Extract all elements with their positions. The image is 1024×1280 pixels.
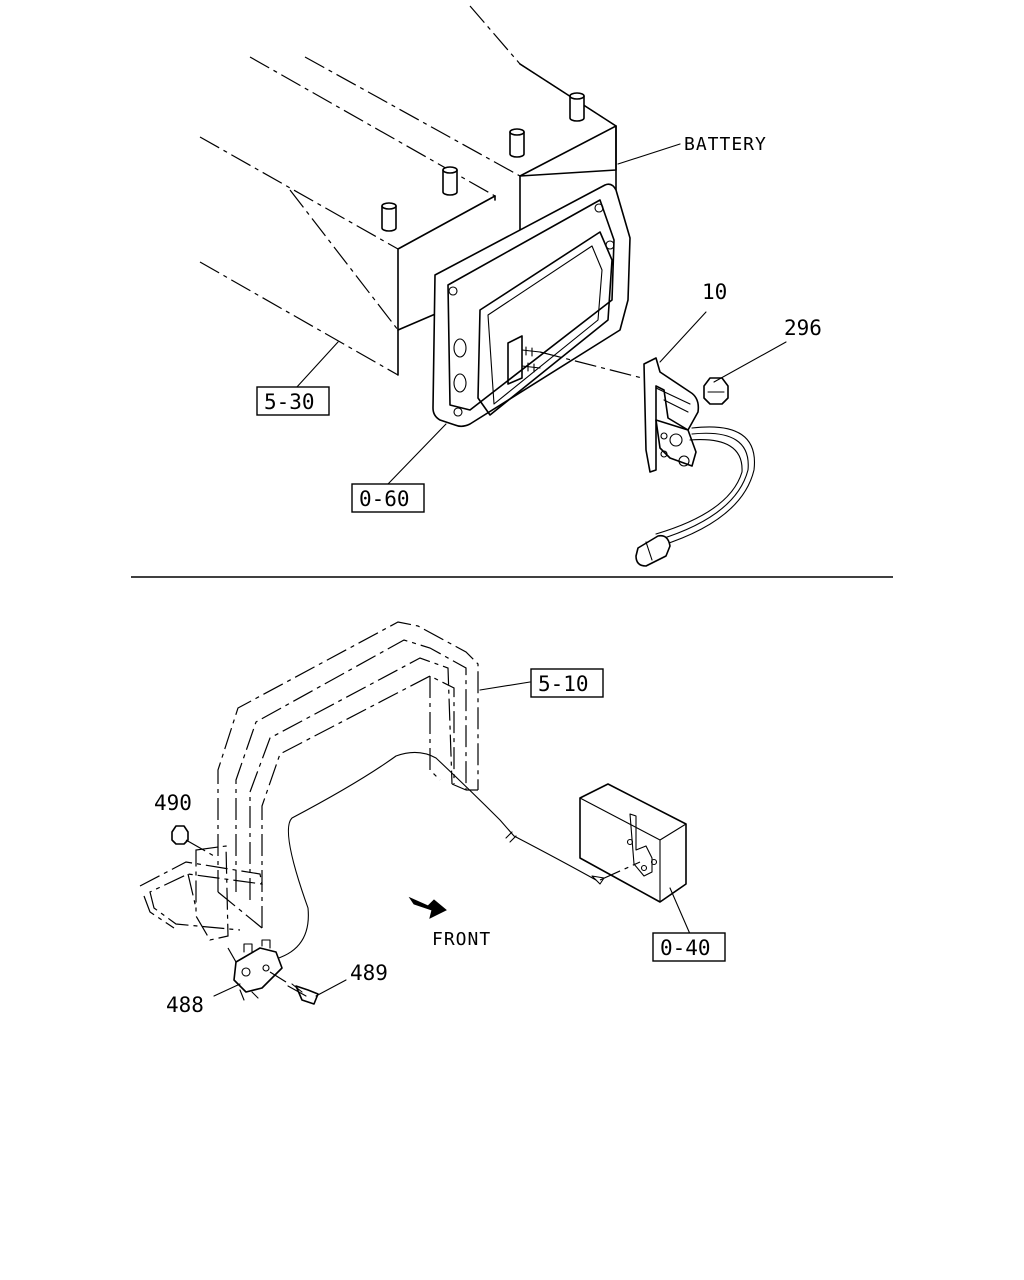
leader-296 [713, 341, 787, 383]
label-part-488: 488 [166, 993, 204, 1017]
controller-box [579, 783, 687, 903]
leader-10 [659, 311, 707, 363]
ref-box-0-60 [351, 483, 425, 513]
label-ref-0-60: 0-60 [359, 487, 410, 511]
switch-488 [227, 939, 283, 1001]
leader-0-60 [387, 423, 447, 485]
ref-box-5-30 [256, 386, 330, 416]
label-front: FRONT [432, 929, 491, 950]
label-battery: BATTERY [684, 134, 767, 155]
label-part-490: 490 [154, 791, 192, 815]
leader-0-40 [669, 887, 691, 935]
ref-box-0-40 [652, 932, 726, 962]
leader-489 [315, 979, 347, 997]
nut-296 [703, 377, 729, 405]
front-battery [199, 56, 496, 376]
battery-cover [432, 183, 631, 428]
label-part-489: 489 [350, 961, 388, 985]
label-ref-0-40: 0-40 [660, 936, 711, 960]
label-ref-5-30: 5-30 [264, 390, 315, 414]
label-part-296: 296 [784, 316, 822, 340]
switch-bracket [635, 357, 756, 567]
stud-centerline [539, 351, 651, 381]
front-arrow-icon [408, 896, 447, 919]
leader-488 [213, 983, 241, 997]
leader-5-10 [479, 681, 531, 691]
nut-490 [171, 825, 215, 857]
leader-5-30 [295, 341, 339, 389]
leader-battery [617, 143, 681, 165]
frame-assembly: FRONT 5-10 490 0-40 489 488 [139, 621, 726, 1017]
ref-box-5-10 [530, 668, 604, 698]
battery-assembly: BATTERY 10 296 5-30 0-60 [199, 5, 822, 567]
bolt-489 [269, 971, 319, 1005]
harness-wire [271, 751, 597, 961]
label-ref-5-10: 5-10 [538, 672, 589, 696]
label-part-10: 10 [702, 280, 727, 304]
rear-battery [304, 5, 617, 331]
